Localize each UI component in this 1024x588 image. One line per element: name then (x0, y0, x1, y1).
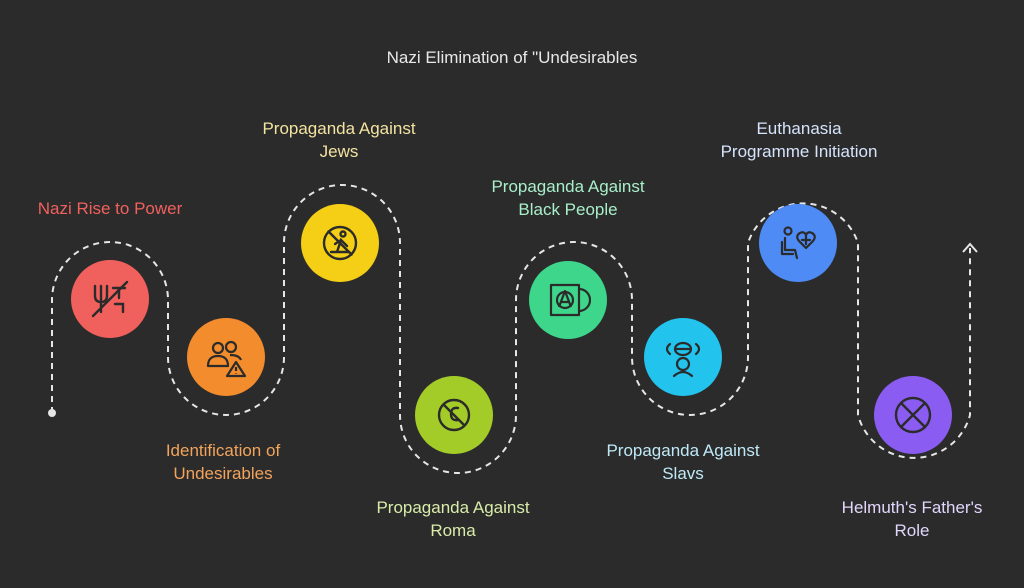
person-heart-icon (780, 226, 816, 260)
step-label-8: Helmuth's Father's Role (802, 496, 1022, 542)
step-node-6 (644, 318, 722, 396)
step-label-4-line-2: Roma (430, 521, 476, 540)
step-label-7-line-2: Programme Initiation (720, 142, 878, 161)
timeline-path (51, 184, 971, 474)
step-label-3-line-2: Jews (319, 142, 359, 161)
step-label-5-line-2: Black People (518, 200, 618, 219)
step-label-2-line-1: Identification of (165, 441, 281, 460)
step-node-3 (301, 204, 379, 282)
step-label-3-line-1: Propaganda Against (262, 119, 416, 138)
step-label-2: Identification of Undesirables (113, 439, 333, 485)
timeline-start-dot (48, 409, 56, 417)
record-anarchy-icon (549, 283, 591, 317)
step-label-4-line-1: Propaganda Against (376, 498, 530, 517)
step-label-1: Nazi Rise to Power (0, 197, 220, 220)
step-node-8 (874, 376, 952, 454)
step-label-1-line-1: Nazi Rise to Power (37, 199, 183, 218)
timeline-end-arrow (962, 242, 978, 253)
faces-icon (665, 341, 701, 378)
circle-x-icon (894, 396, 932, 434)
step-label-8-line-2: Role (894, 521, 930, 540)
step-label-6: Propaganda Against Slavs (573, 439, 793, 485)
step-node-4 (415, 376, 493, 454)
step-label-3: Propaganda Against Jews (229, 117, 449, 163)
step-node-1 (71, 260, 149, 338)
step-label-2-line-2: Undesirables (173, 464, 273, 483)
trident-cross-icon (91, 280, 129, 318)
people-warning-icon (206, 340, 247, 378)
step-label-5-line-1: Propaganda Against (491, 177, 645, 196)
step-label-7-line-1: Euthanasia (756, 119, 842, 138)
step-label-4: Propaganda Against Roma (343, 496, 563, 542)
step-label-8-line-1: Helmuth's Father's (841, 498, 983, 517)
prohibited-figure-icon (322, 225, 358, 261)
step-label-5: Propaganda Against Black People (458, 175, 678, 221)
diagram-title: Nazi Elimination of "Undesirables (386, 48, 638, 67)
step-label-6-line-2: Slavs (662, 464, 704, 483)
step-node-2 (187, 318, 265, 396)
step-node-7 (759, 204, 837, 282)
step-label-7: Euthanasia Programme Initiation (689, 117, 909, 163)
step-label-6-line-1: Propaganda Against (606, 441, 760, 460)
prohibited-sign-icon (437, 398, 471, 432)
step-node-5 (529, 261, 607, 339)
